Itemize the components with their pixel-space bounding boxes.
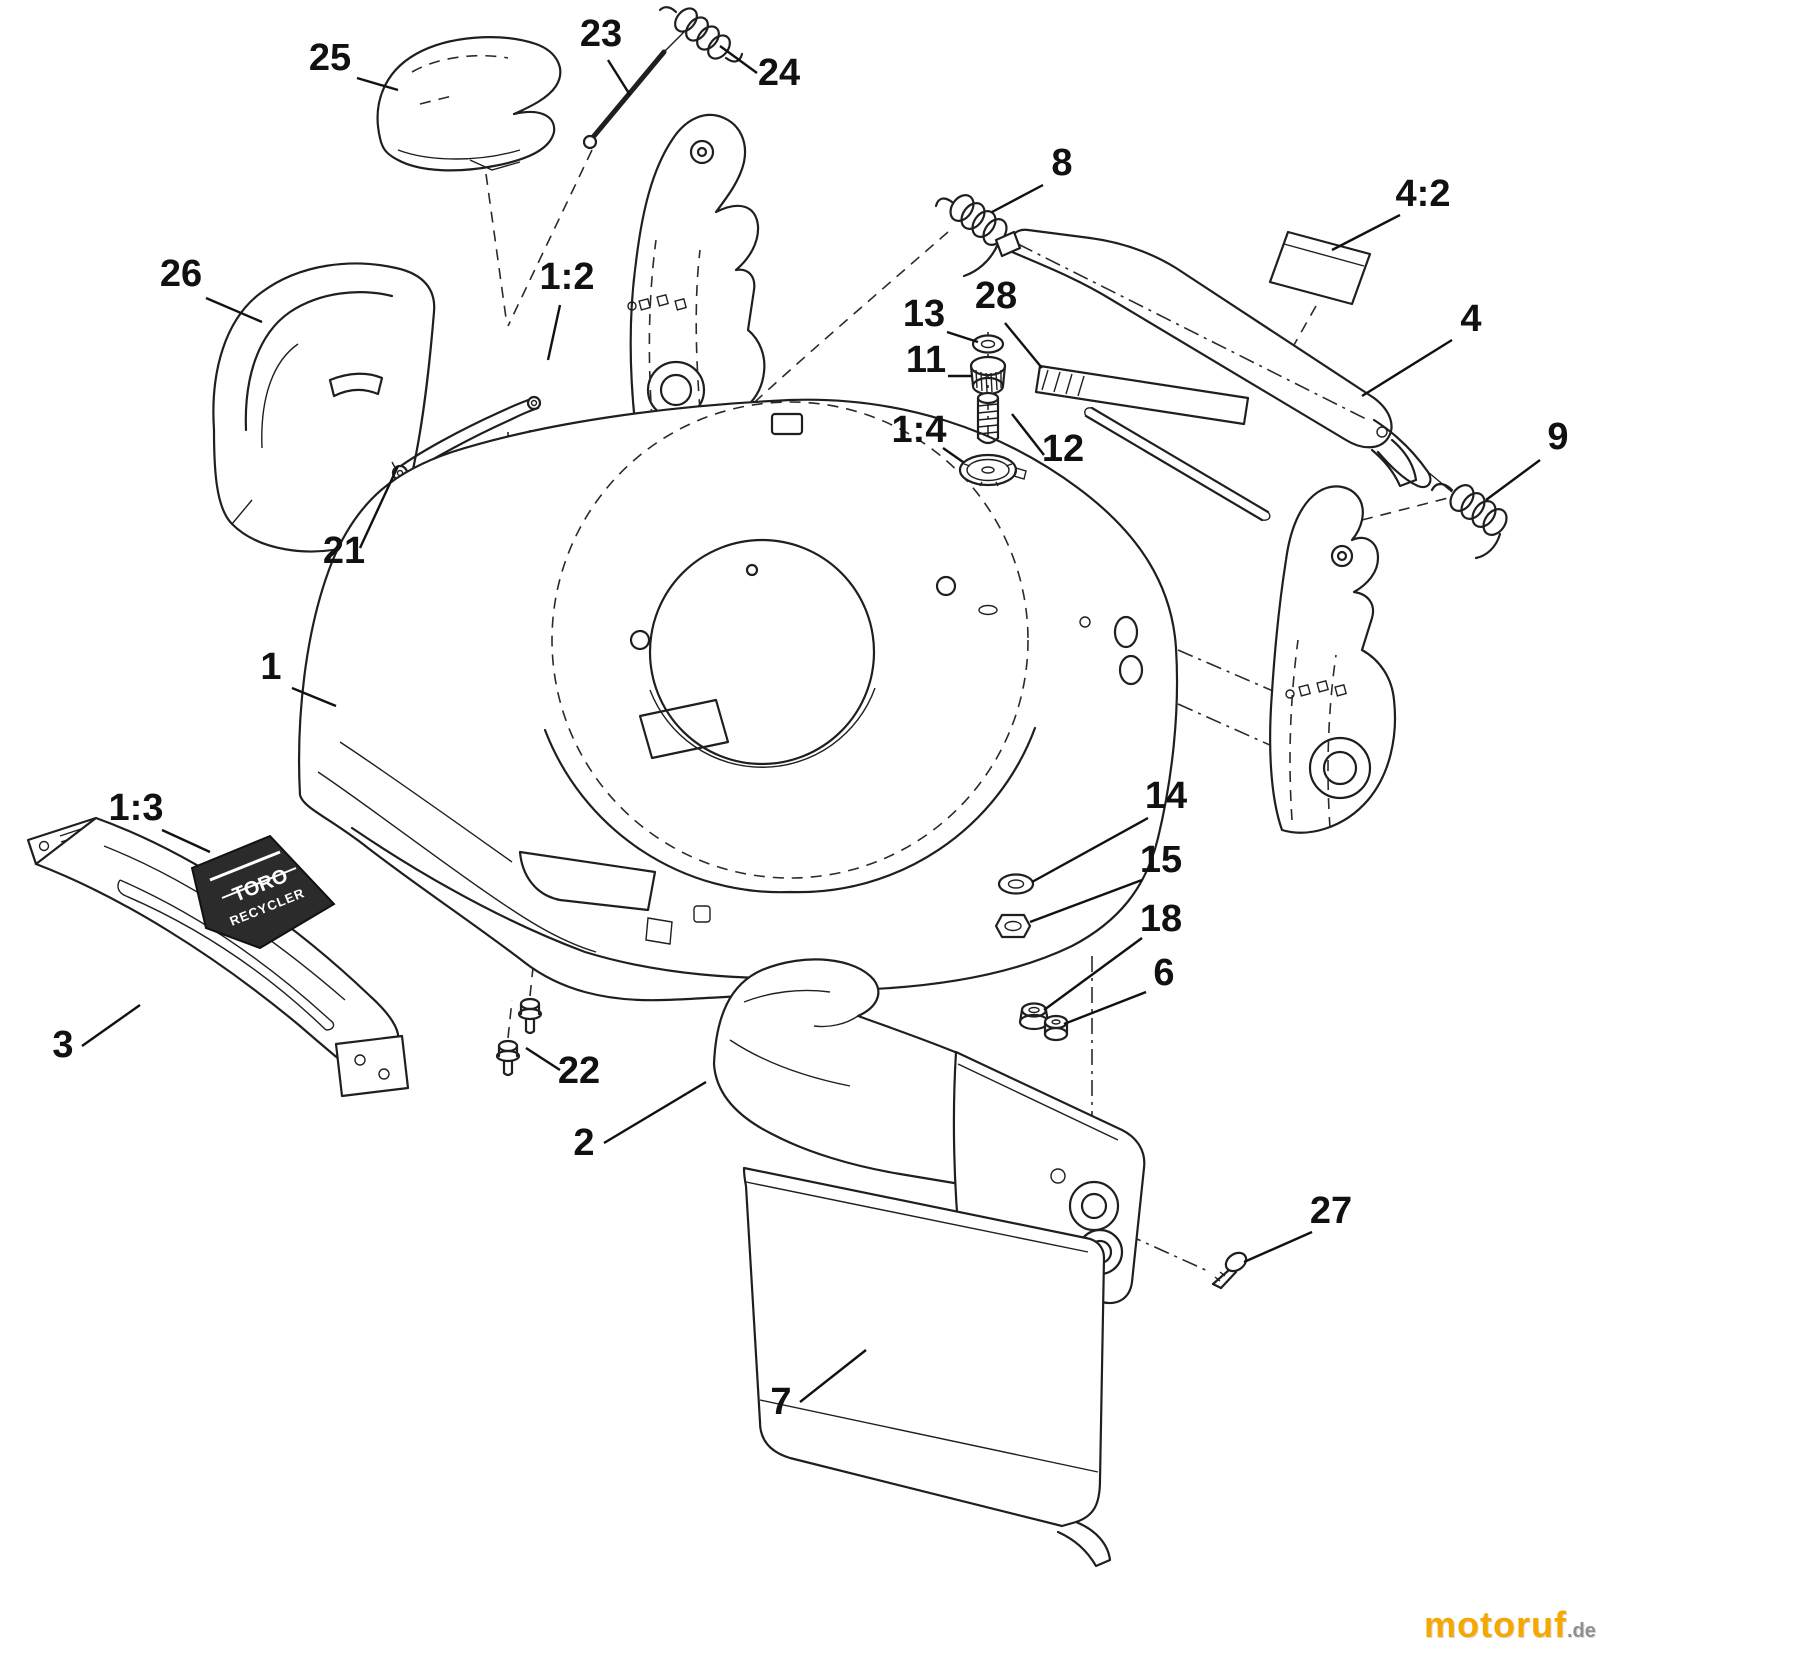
callout-1-2: 1:2 — [540, 256, 595, 298]
callout-1-3: 1:3 — [109, 787, 164, 829]
callout-8: 8 — [1051, 142, 1072, 184]
part-3-front-bumper — [26, 816, 410, 1098]
callout-27: 27 — [1310, 1190, 1352, 1232]
part-9-spring — [1430, 482, 1508, 560]
callout-18: 18 — [1140, 898, 1182, 940]
callout-3: 3 — [52, 1024, 73, 1066]
callout-24: 24 — [758, 52, 800, 94]
callout-11: 11 — [906, 339, 946, 381]
callout-2: 2 — [573, 1122, 594, 1164]
callout-1-4: 1:4 — [892, 409, 947, 451]
callout-13: 13 — [903, 293, 945, 335]
part-28-pad-strip — [1034, 364, 1271, 522]
callout-1: 1 — [260, 646, 281, 688]
callout-9: 9 — [1547, 416, 1568, 458]
part-6-spacer — [1043, 1014, 1069, 1042]
callout-28: 28 — [975, 275, 1017, 317]
watermark-logo: motoruf.de — [1424, 1604, 1596, 1646]
callout-leader-lines — [81, 45, 1541, 1403]
part-15-nut — [994, 913, 1032, 939]
part-14-washer — [997, 873, 1035, 895]
part-8-spring — [934, 194, 1017, 278]
callout-6: 6 — [1153, 952, 1174, 994]
part-4-2-decal-strip — [1268, 230, 1372, 306]
part-25-cover — [376, 36, 562, 172]
callout-12: 12 — [1042, 428, 1084, 470]
part-12-bolt — [976, 391, 1000, 445]
part-11-knurled-knob — [969, 355, 1007, 396]
callout-21: 21 — [323, 530, 365, 572]
part-24-spring — [658, 6, 744, 63]
callout-labels: 25 23 24 8 4:2 26 1:2 13 28 11 4 9 1:4 1… — [52, 13, 1568, 1423]
part-22-bolts — [495, 997, 543, 1077]
part-right-side-plate — [1269, 485, 1397, 834]
watermark-suffix-text: .de — [1566, 1620, 1596, 1642]
part-1-mower-deck — [298, 398, 1179, 1002]
part-26-deflector-shield — [212, 262, 436, 553]
part-18-flange-nut — [1018, 1002, 1050, 1031]
part-27-screw — [1211, 1251, 1248, 1290]
callout-15: 15 — [1140, 839, 1182, 881]
callout-4: 4 — [1460, 298, 1481, 340]
callout-14: 14 — [1145, 775, 1187, 817]
callout-22: 22 — [558, 1050, 600, 1092]
part-1-3-decal: TORO RECYCLER — [190, 834, 336, 950]
part-13-washer — [971, 334, 1005, 354]
callout-4-2: 4:2 — [1396, 173, 1451, 215]
watermark-main-text: motoruf — [1424, 1604, 1567, 1645]
part-7-rear-flap — [742, 1166, 1112, 1568]
callout-23: 23 — [580, 13, 622, 55]
part-1-4-cap-disc — [958, 453, 1027, 616]
callout-26: 26 — [160, 253, 202, 295]
part-1-2-side-plate — [627, 113, 766, 434]
callout-25: 25 — [309, 37, 351, 79]
part-4-handle-tube — [994, 228, 1453, 493]
callout-7: 7 — [770, 1381, 791, 1423]
